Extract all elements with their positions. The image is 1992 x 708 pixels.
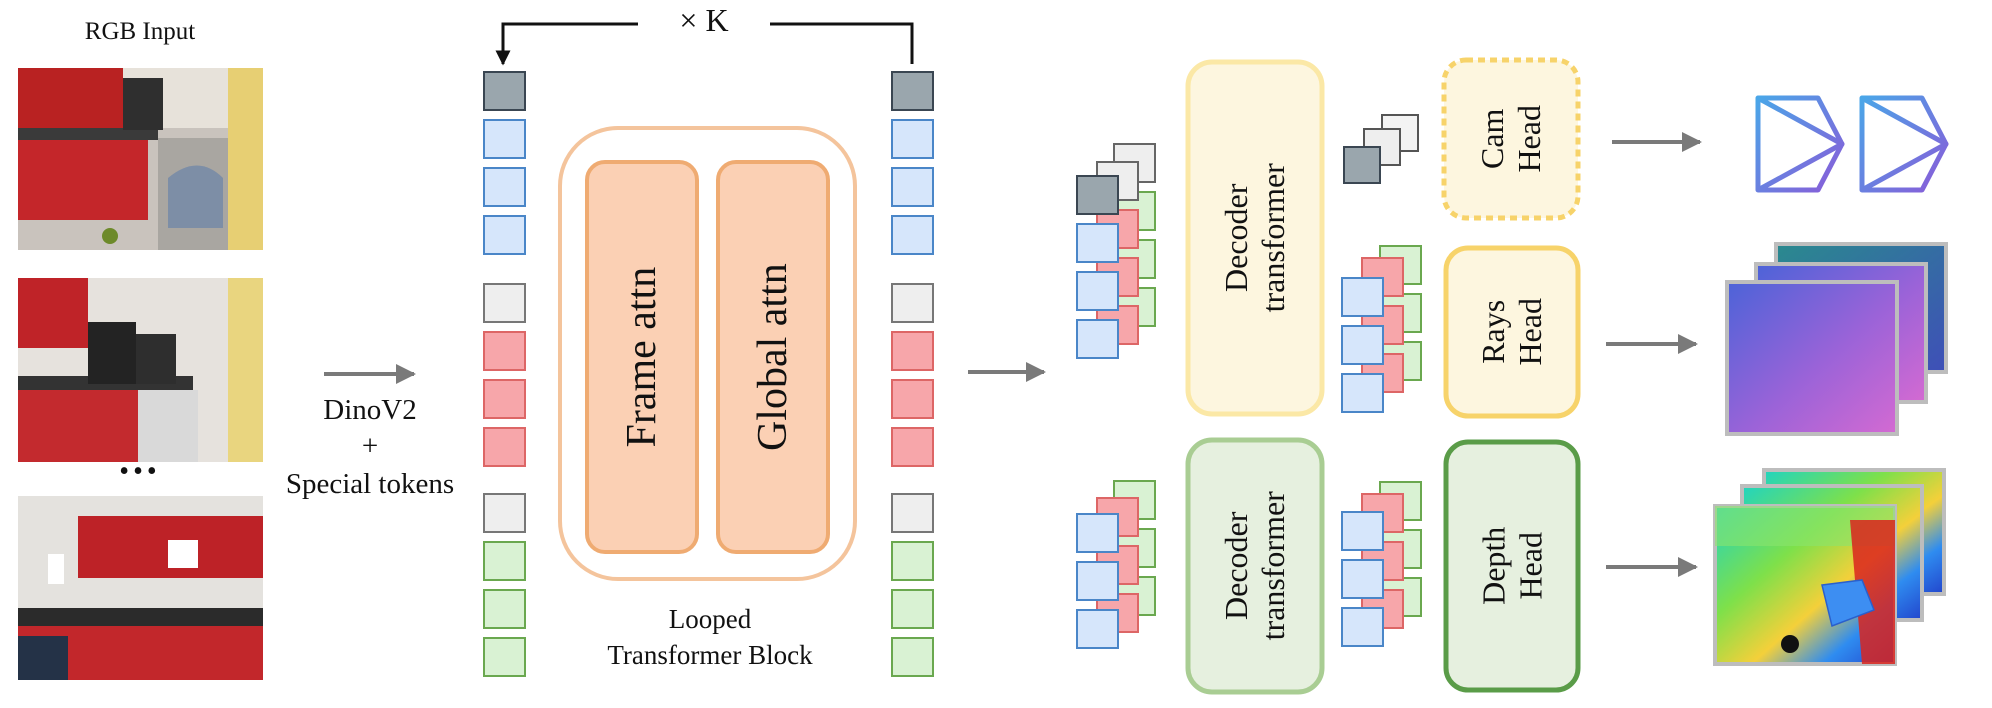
- register-token-blue: [483, 119, 526, 159]
- loop-arrow: [495, 22, 638, 66]
- depth-head-line2: Head: [1511, 532, 1548, 600]
- rays-token-stack: [1341, 245, 1422, 413]
- register-token-blue: [483, 167, 526, 207]
- global-attn-block: [716, 160, 830, 554]
- rgb-input-title: RGB Input: [84, 18, 196, 45]
- token-stack-lower: [1076, 480, 1156, 649]
- input-image-1: [18, 68, 263, 250]
- patch-token-green: [483, 637, 526, 677]
- encoder-label-special-tokens: Special tokens: [285, 468, 455, 500]
- patch-token-red: [483, 379, 526, 419]
- patch-token-green: [891, 589, 934, 629]
- looped-block-caption-line1: Looped: [668, 604, 752, 634]
- register-token-blue: [891, 167, 934, 207]
- frame-camera-token: [891, 493, 934, 533]
- patch-token-green: [483, 541, 526, 581]
- patch-token-red: [891, 331, 934, 371]
- patch-token-green: [891, 541, 934, 581]
- camera-frustum-icon: [1755, 95, 1845, 193]
- decoder-transformer-bottom: [1185, 437, 1325, 695]
- rays-head-line2: Head: [1511, 298, 1548, 366]
- register-token-blue: [891, 119, 934, 159]
- camera-token-stack: [1343, 114, 1419, 184]
- depth-head-line1: Depth: [1475, 526, 1512, 606]
- frame-camera-token: [891, 283, 934, 323]
- decoder-bottom-line1: Decoder: [1218, 511, 1255, 621]
- loop-line-right: [770, 22, 914, 64]
- camera-token: [891, 71, 934, 111]
- token-stack-upper: [1076, 143, 1156, 359]
- decoder-bottom-label: Decoder transformer: [1188, 440, 1322, 692]
- input-image-2: [18, 278, 263, 462]
- patch-token-red: [483, 331, 526, 371]
- patch-token-red: [891, 379, 934, 419]
- frame-attn-text: Frame attn: [618, 266, 665, 448]
- cam-head: [1441, 57, 1581, 221]
- cam-head-line1: Cam: [1474, 108, 1511, 170]
- decoder-top-label: Decoder transformer: [1188, 62, 1322, 414]
- rays-head: [1443, 245, 1581, 419]
- frame-camera-token: [483, 283, 526, 323]
- register-token-blue: [483, 215, 526, 255]
- register-token-blue: [891, 215, 934, 255]
- camera-frustum-icon: [1859, 95, 1949, 193]
- loop-count-label: × K: [679, 2, 729, 38]
- depth-head-label: Depth Head: [1446, 442, 1578, 690]
- patch-token-green: [483, 589, 526, 629]
- cam-head-label: Cam Head: [1444, 60, 1578, 218]
- frame-camera-token: [483, 493, 526, 533]
- decoder-top-line2: transformer: [1255, 163, 1292, 313]
- output-token-column: [891, 71, 934, 677]
- looped-block-caption-line2: Transformer Block: [607, 640, 813, 670]
- ray-map-stack: [1725, 242, 1948, 436]
- frame-attn-label: Frame attn: [587, 162, 697, 552]
- patch-token-red: [483, 427, 526, 467]
- frame-attn-block: [585, 160, 699, 554]
- input-image-3: [18, 496, 263, 680]
- rays-head-line1: Rays: [1475, 300, 1512, 365]
- encoder-label-plus: +: [361, 430, 379, 462]
- depth-token-stack: [1341, 481, 1422, 647]
- decoder-bottom-line2: transformer: [1255, 491, 1292, 641]
- global-attn-text: Global attn: [749, 263, 796, 451]
- patch-token-red: [891, 427, 934, 467]
- ellipsis: •••: [119, 456, 161, 487]
- depth-map-stack: [1713, 468, 1946, 666]
- camera-token: [483, 71, 526, 111]
- decoder-transformer-top: [1185, 59, 1325, 417]
- depth-head: [1443, 439, 1581, 693]
- encoder-label-dinov2: DinoV2: [323, 394, 417, 426]
- cam-head-line2: Head: [1510, 105, 1547, 173]
- patch-token-green: [891, 637, 934, 677]
- rays-head-label: Rays Head: [1446, 248, 1578, 416]
- global-attn-label: Global attn: [718, 162, 828, 552]
- decoder-top-line1: Decoder: [1218, 183, 1255, 293]
- input-token-column: [483, 71, 526, 677]
